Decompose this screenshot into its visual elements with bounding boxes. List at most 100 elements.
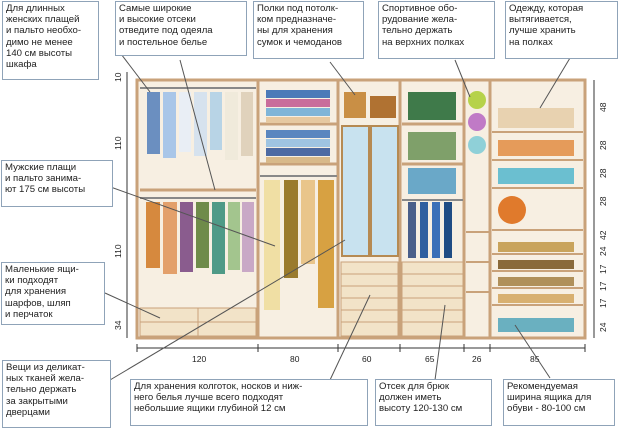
folded-bedding (266, 130, 330, 138)
callout-men-coats: Мужские плащи и пальто занима- ют 175 см… (1, 160, 113, 207)
folded-knitwear (498, 108, 574, 128)
right-height-label: 28 (598, 140, 608, 150)
callout-small-drawers: Маленькие ящи- ки подходят для хранения … (1, 262, 105, 325)
drawer-stack-center (340, 261, 399, 337)
blanket-shelves (260, 90, 337, 166)
width-ticks (136, 344, 586, 352)
garment (301, 180, 315, 264)
sport-equipment (468, 91, 486, 154)
callout-sport: Спортивное обо- рудование жела- тельно д… (378, 1, 495, 59)
garment (318, 180, 334, 308)
folded-shirts (408, 168, 456, 194)
ball (468, 91, 486, 109)
garments-top-left (147, 92, 253, 160)
width-label: 120 (192, 354, 206, 364)
leader-line (514, 324, 551, 379)
drawer (340, 273, 399, 287)
right-height-label: 42 (598, 230, 608, 240)
right-height-label: 17 (598, 264, 608, 274)
right-height-label: 24 (598, 246, 608, 256)
bag (370, 96, 396, 118)
folded-bedding (266, 117, 330, 123)
shoe-row (498, 277, 574, 286)
ball (468, 136, 486, 154)
shoe-row (498, 318, 574, 332)
right-height-label: 17 (598, 298, 608, 308)
hats (498, 168, 574, 184)
leader-line (454, 59, 471, 98)
basketball (498, 196, 526, 224)
drawer-stack-trousers (401, 261, 464, 337)
drawer (401, 285, 464, 299)
trousers (408, 202, 452, 258)
hats (498, 140, 574, 156)
right-height-label: 28 (598, 168, 608, 178)
garment (163, 202, 177, 274)
folded-bedding (266, 148, 330, 156)
garment (147, 92, 160, 154)
leader-line (539, 57, 571, 109)
drawer (401, 273, 464, 287)
garment (212, 202, 225, 274)
width-label: 85 (530, 354, 540, 364)
folded-bedding (266, 157, 330, 163)
garment (225, 92, 238, 160)
garment (228, 202, 240, 270)
shoe-row (498, 294, 574, 303)
garment (210, 92, 222, 150)
garment (242, 202, 254, 272)
garment (146, 202, 160, 268)
leader-line (329, 61, 356, 96)
callout-tights: Для хранения колготок, носков и ниж- нег… (130, 379, 368, 426)
folded-shirts (408, 132, 456, 160)
folded-bedding (266, 108, 330, 116)
glass-door (370, 125, 399, 257)
width-label: 80 (290, 354, 300, 364)
garment (180, 202, 193, 272)
drawer (340, 321, 399, 337)
drawer (401, 309, 464, 323)
leader-line (179, 59, 216, 191)
glass-door (341, 125, 370, 257)
callout-blankets: Самые широкие и высокие отсеки отведите … (115, 1, 247, 56)
left-height-label: 34 (113, 320, 123, 330)
garment (241, 92, 253, 156)
garment (196, 202, 209, 268)
shoe-row (498, 242, 574, 252)
callout-trousers: Отсек для брюк должен иметь высоту 120-1… (375, 379, 492, 426)
shoe-row (498, 260, 574, 269)
callout-long-coats: Для длинных женских плащей и пальто необ… (2, 1, 99, 80)
trouser (432, 202, 440, 258)
width-label: 65 (425, 354, 435, 364)
folded-bedding (266, 139, 330, 147)
drawer (401, 297, 464, 311)
leader-line (109, 239, 346, 381)
right-height-label: 48 (598, 102, 608, 112)
left-height-label: 10 (113, 72, 123, 82)
garment (179, 92, 191, 152)
bag (344, 92, 366, 118)
suitcase (408, 92, 456, 120)
drawer (340, 297, 399, 311)
callout-bags: Полки под потолк- ком предназначе- ны дл… (253, 1, 364, 59)
leader-line (104, 292, 161, 319)
folded-bedding (266, 99, 330, 107)
trouser (444, 202, 452, 258)
ball (468, 113, 486, 131)
width-label: 60 (362, 354, 372, 364)
garment (284, 180, 298, 278)
drawer (401, 321, 464, 337)
width-label: 26 (472, 354, 482, 364)
right-height-label: 24 (598, 322, 608, 332)
left-height-label: 110 (113, 244, 123, 258)
drawer (340, 261, 399, 275)
drawer (401, 261, 464, 275)
leader-line (329, 294, 371, 381)
leader-line (434, 304, 446, 381)
left-height-label: 110 (113, 136, 123, 150)
bags-shelf (344, 92, 396, 118)
right-height-label: 28 (598, 196, 608, 206)
callout-stretch-clothes: Одежду, которая вытягивается, лучше хран… (505, 1, 618, 59)
leader-line (117, 49, 151, 93)
